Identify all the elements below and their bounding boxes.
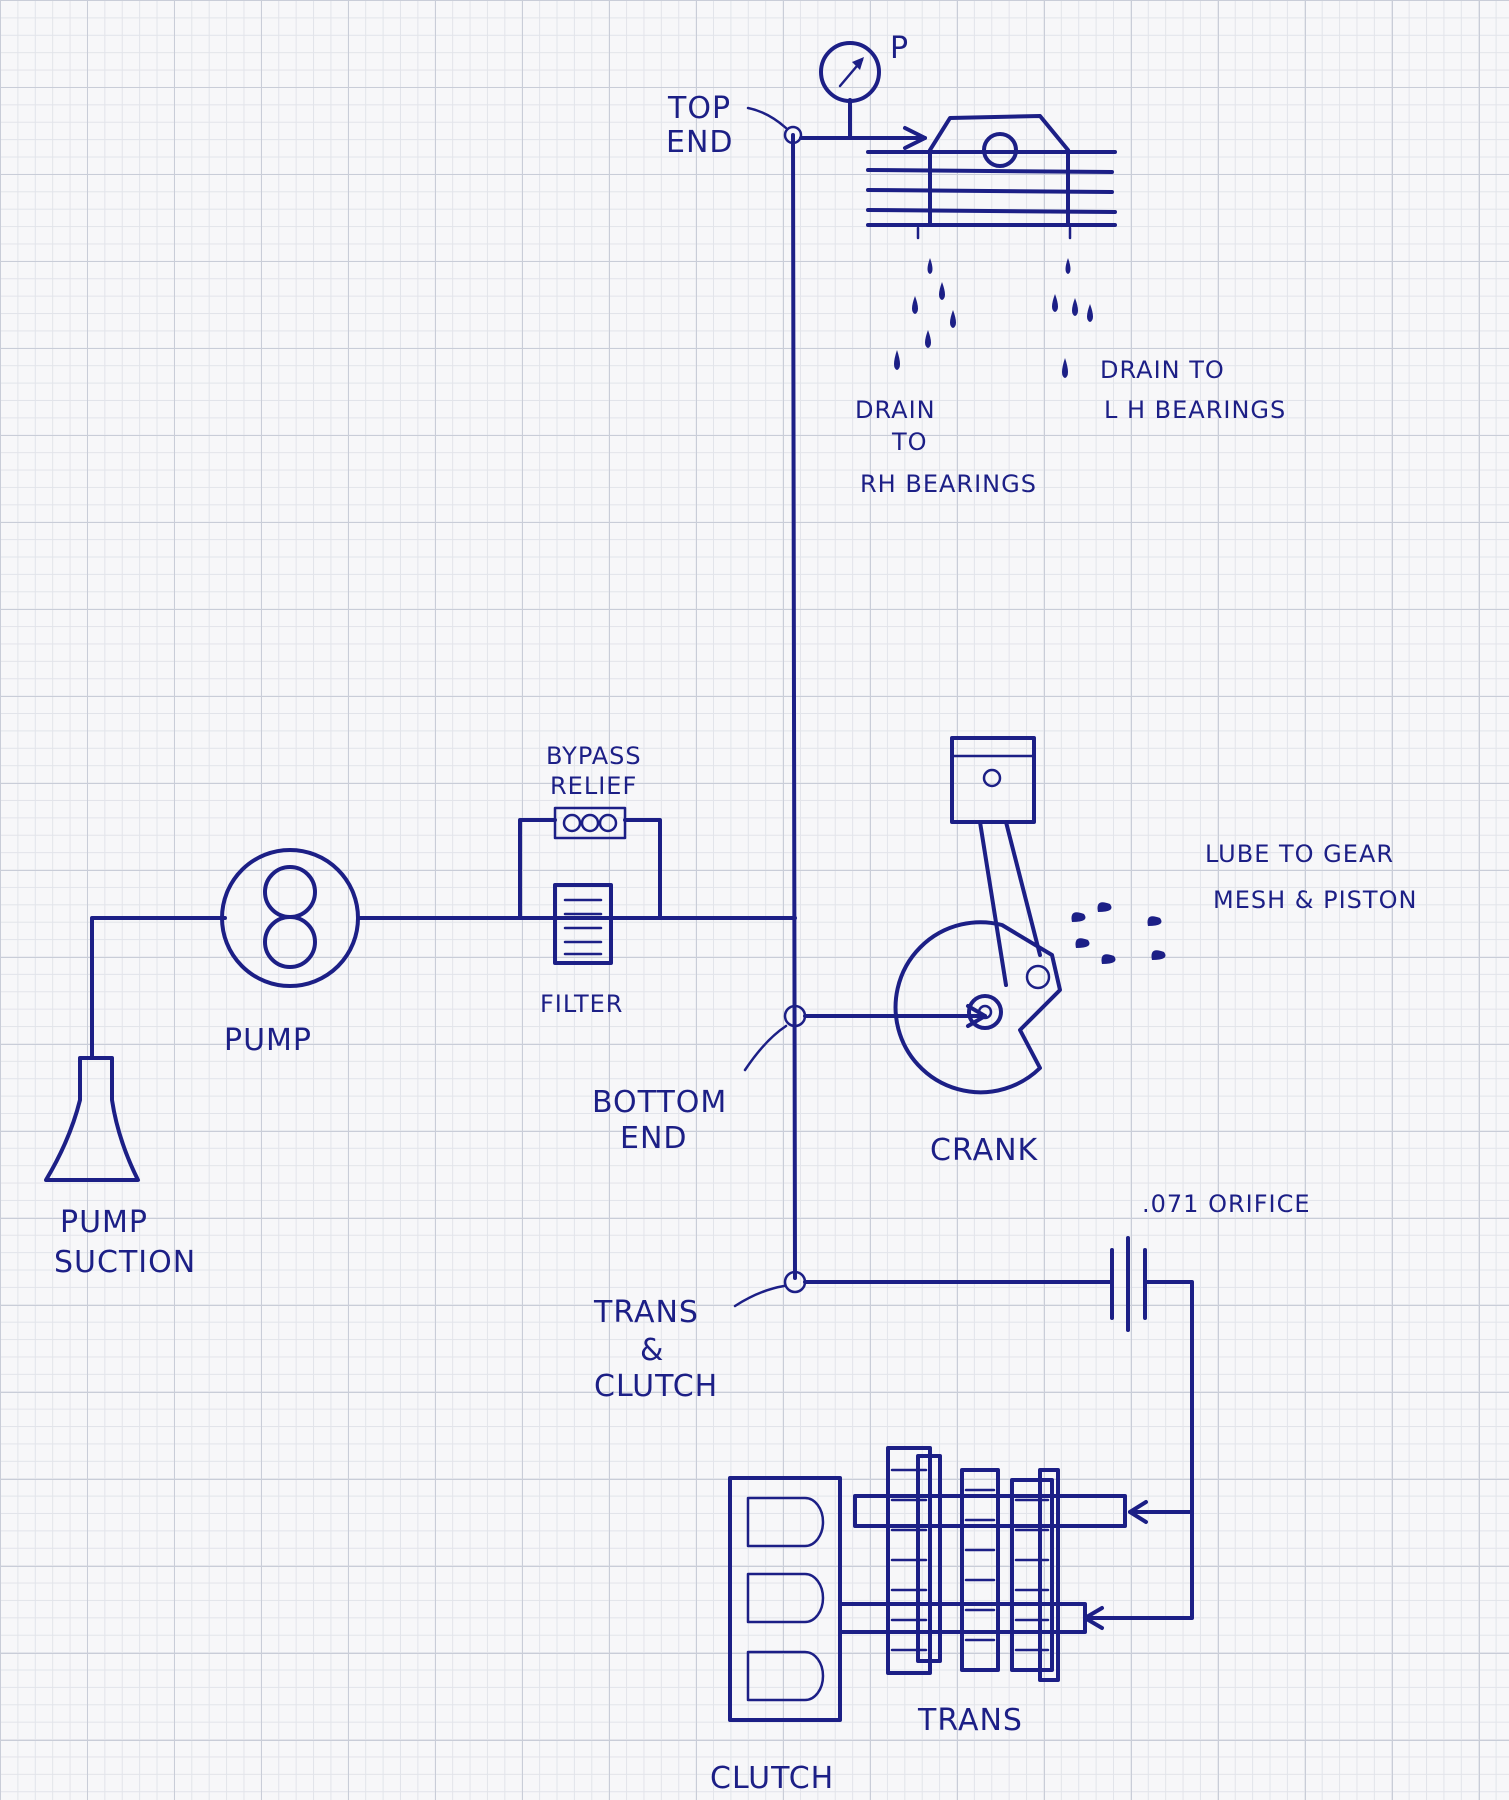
trans-clutch-label-3: CLUTCH bbox=[594, 1369, 718, 1404]
trans-label: TRANS bbox=[917, 1703, 1023, 1738]
pump-suction-bell bbox=[44, 1056, 140, 1182]
bypass-relief-loop bbox=[518, 806, 662, 920]
top-end-pointer bbox=[746, 106, 788, 130]
drain-lh-label-1: DRAIN TO bbox=[1100, 356, 1225, 384]
pump-label: PUMP bbox=[224, 1023, 312, 1058]
clutch-icon bbox=[728, 1476, 842, 1722]
gauge-label: P bbox=[890, 31, 909, 66]
drain-lh-label-2: L H BEARINGS bbox=[1104, 396, 1286, 424]
drain-rh-label-2: TO bbox=[891, 428, 928, 456]
orifice-label: .071 ORIFICE bbox=[1142, 1190, 1311, 1218]
bottom-end-label-2: END bbox=[620, 1121, 688, 1156]
clutch-label: CLUTCH bbox=[710, 1761, 834, 1796]
pressure-gauge-icon bbox=[819, 41, 881, 103]
trans-clutch-pointer bbox=[733, 1284, 786, 1308]
top-end-label-1: TOP bbox=[667, 91, 731, 126]
transmission-icon bbox=[838, 1446, 1127, 1682]
bypass-relief-label-2: RELIEF bbox=[550, 772, 637, 800]
bottom-end-pointer bbox=[743, 1024, 788, 1072]
lube-label-2: MESH & PISTON bbox=[1213, 886, 1417, 914]
trans-clutch-label-1: TRANS bbox=[593, 1295, 699, 1330]
filter-symbol bbox=[553, 883, 613, 965]
top-end-port bbox=[783, 125, 803, 145]
bottom-end-label-1: BOTTOM bbox=[592, 1085, 727, 1120]
pump-symbol bbox=[220, 848, 360, 988]
top-end-label-2: END bbox=[666, 125, 734, 160]
pump-suction-label-2: SUCTION bbox=[54, 1245, 196, 1280]
crank-label: CRANK bbox=[930, 1133, 1039, 1168]
suction-line bbox=[90, 916, 227, 1060]
trans-upper-feed-arrow bbox=[1128, 1500, 1148, 1524]
filter-label: FILTER bbox=[540, 990, 623, 1018]
lube-spray-drops bbox=[1071, 902, 1166, 964]
drain-drops-rh bbox=[894, 226, 956, 370]
orifice-outlet-line bbox=[1083, 1280, 1194, 1620]
trans-clutch-label-2: & bbox=[640, 1333, 664, 1368]
drain-rh-label-1: DRAIN bbox=[855, 396, 936, 424]
drain-rh-label-3: RH BEARINGS bbox=[860, 470, 1037, 498]
drain-drops-lh bbox=[1052, 226, 1093, 378]
cylinder-head-icon bbox=[866, 114, 1117, 227]
orifice-symbol bbox=[1110, 1236, 1147, 1332]
lube-label-1: LUBE TO GEAR bbox=[1205, 840, 1394, 868]
main-oil-line bbox=[791, 133, 797, 1280]
crank-icon bbox=[893, 736, 1062, 1095]
bypass-relief-label-1: BYPASS bbox=[546, 742, 642, 770]
pump-suction-label-1: PUMP bbox=[60, 1205, 148, 1240]
top-end-feed-arrow bbox=[903, 126, 927, 150]
